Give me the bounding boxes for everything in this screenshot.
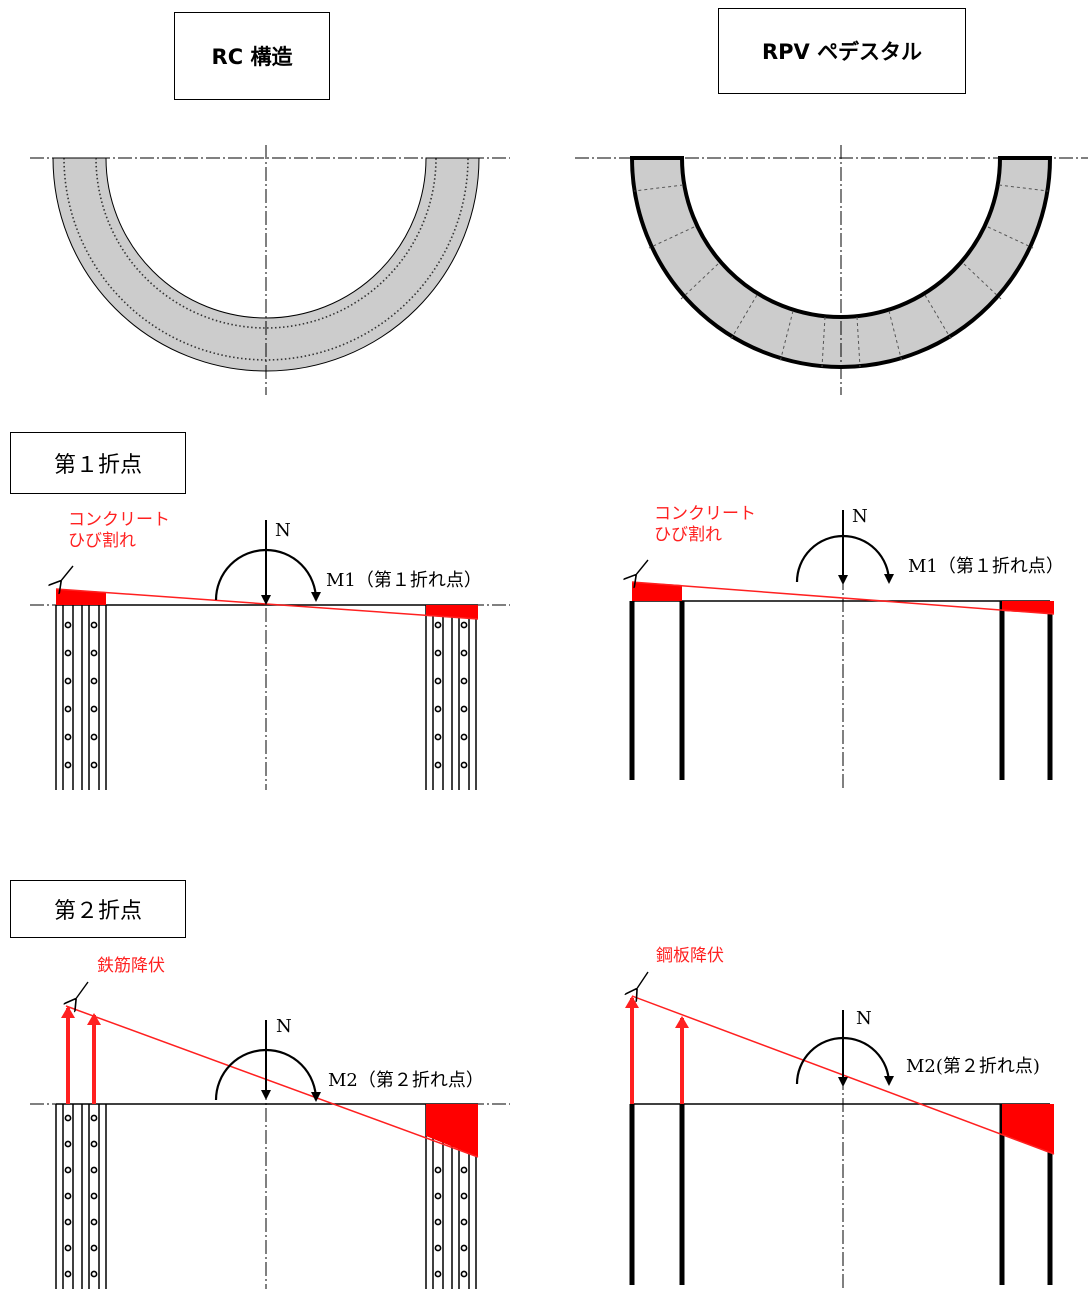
rpv1-crack-label-line2: ひび割れ	[654, 525, 722, 545]
rpv2-compression-zone	[1002, 1104, 1054, 1154]
rc2-yield-pointer	[75, 981, 89, 1000]
rc1-moment-arrow	[214, 548, 321, 602]
second-breakpoint-label: 第２折点	[53, 899, 142, 924]
rpv1-crack-pointer	[635, 559, 649, 576]
rpv1-steel-walls	[629, 601, 1053, 780]
rc1-crack-pointer	[60, 565, 74, 582]
rc1-axial-force-label: N	[275, 520, 291, 541]
rc-ring-body	[52, 157, 480, 372]
rc2-moment-arrow	[214, 1048, 321, 1102]
rpv1-strain-line	[631, 581, 1055, 615]
rc1-crack-label-line1: コンクリート	[68, 510, 170, 530]
rc2-wall-left	[55, 1104, 107, 1289]
rpv-first-breakpoint-diagram	[629, 510, 1055, 790]
rc-second-breakpoint-diagram	[30, 981, 510, 1289]
rpv-ring-section	[575, 145, 1088, 395]
rc2-axial-force-label: N	[276, 1016, 292, 1037]
rc-ring-section	[30, 145, 510, 395]
rc1-tension-zone	[56, 589, 106, 605]
rc2-rebar-dots	[64, 1114, 468, 1278]
rc1-rebar-dots	[64, 621, 468, 769]
second-breakpoint-box: 第２折点	[10, 880, 186, 938]
rc-first-breakpoint-diagram	[30, 520, 510, 790]
rpv2-steel-walls	[629, 1104, 1053, 1285]
rc2-rebar-yield-label: 鉄筋降伏	[97, 956, 165, 976]
first-breakpoint-label: 第１折点	[53, 453, 142, 478]
rpv1-moment-label: M1（第１折れ点）	[908, 556, 1064, 577]
rpv-second-breakpoint-diagram	[629, 971, 1055, 1289]
rpv2-steel-yield-label: 鋼板降伏	[656, 946, 724, 966]
first-breakpoint-box: 第１折点	[10, 432, 186, 494]
rc2-moment-label: M2（第２折れ点）	[328, 1070, 484, 1091]
rpv2-moment-arrow	[795, 1036, 894, 1086]
rc1-concrete-crack-label: コンクリート ひび割れ	[68, 510, 170, 552]
rc1-wall-left	[55, 605, 107, 790]
rpv-ring-body	[629, 156, 1053, 369]
rpv-pedestal-header-box: RPV ペデスタル	[718, 8, 966, 94]
rc2-compression-zone	[426, 1104, 478, 1157]
rpv2-moment-label: M2(第２折れ点)	[906, 1056, 1040, 1077]
rpv1-crack-label-line1: コンクリート	[654, 504, 756, 524]
rpv1-concrete-crack-label: コンクリート ひび割れ	[654, 504, 756, 546]
rc1-moment-label: M1（第１折れ点）	[326, 570, 482, 591]
rpv-pedestal-header: RPV ペデスタル	[761, 40, 923, 64]
rpv1-axial-force-label: N	[852, 506, 868, 527]
rc2-strain-line	[65, 1005, 479, 1158]
rpv2-yield-pointer	[636, 971, 649, 990]
rc-structure-header: RC 構造	[211, 45, 293, 69]
rpv-ring-segment-lines	[633, 184, 1049, 368]
rc1-wall-right	[425, 605, 477, 790]
rc-structure-header-box: RC 構造	[174, 12, 330, 100]
rpv1-moment-arrow	[795, 534, 894, 584]
rc1-crack-label-line2: ひび割れ	[68, 531, 136, 551]
rpv2-axial-force-label: N	[856, 1008, 872, 1029]
rpv1-tension-zone	[632, 582, 682, 601]
